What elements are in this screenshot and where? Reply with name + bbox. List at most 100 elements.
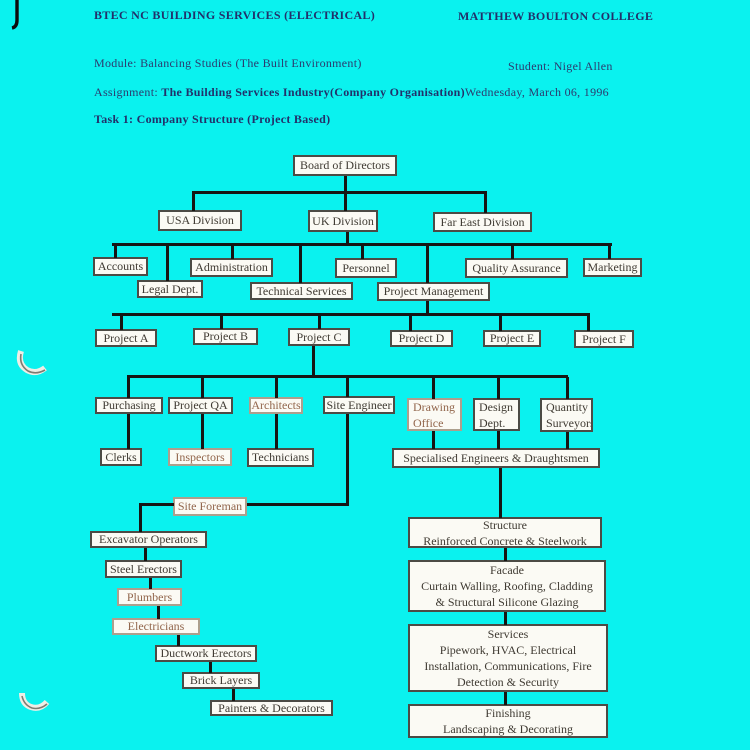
connector-line bbox=[247, 503, 349, 506]
org-box-label: Reinforced Concrete & Steelwork bbox=[423, 533, 587, 548]
connector-line bbox=[312, 346, 315, 377]
connector-line bbox=[112, 313, 590, 316]
org-box-specialised: Specialised Engineers & Draughtsmen bbox=[392, 448, 600, 468]
connector-line bbox=[497, 431, 500, 449]
connector-line bbox=[499, 468, 502, 518]
connector-line bbox=[220, 315, 223, 329]
org-box-label: Excavator Operators bbox=[99, 532, 198, 546]
org-box-projmgmt: Project Management bbox=[377, 282, 490, 301]
org-box-label: USA Division bbox=[166, 213, 234, 227]
header-task-line: Task 1: Company Structure (Project Based… bbox=[94, 112, 331, 126]
org-box-label: Curtain Walling, Roofing, Cladding bbox=[421, 579, 593, 593]
org-box-label: Project D bbox=[398, 331, 445, 345]
org-box-projC: Project C bbox=[288, 328, 350, 346]
org-box-label: Services bbox=[487, 627, 529, 641]
org-box-label: Project Management bbox=[383, 284, 484, 298]
connector-line bbox=[426, 301, 429, 315]
org-box-label: Clerks bbox=[105, 449, 137, 464]
assignment-title: The Building Services Industry(Company O… bbox=[161, 85, 465, 99]
org-box-painters: Painters & Decorators bbox=[210, 700, 333, 716]
org-box-label: Office bbox=[413, 415, 444, 430]
org-box-label: Landscaping & Decorating bbox=[443, 722, 573, 736]
connector-line bbox=[232, 689, 235, 701]
org-box-label: Project E bbox=[489, 331, 535, 345]
connector-line bbox=[346, 377, 349, 397]
connector-line bbox=[504, 548, 507, 561]
connector-line bbox=[127, 377, 130, 398]
connector-line bbox=[344, 176, 347, 193]
connector-line bbox=[608, 245, 611, 259]
org-box-technical: Technical Services bbox=[250, 282, 353, 300]
org-box-label: Drawing bbox=[413, 399, 455, 414]
connector-line bbox=[192, 191, 195, 211]
org-box-label: Site Engineer bbox=[326, 397, 392, 412]
org-box-label: Project C bbox=[296, 329, 342, 344]
header-module-line: Module: Balancing Studies (The Built Env… bbox=[94, 56, 362, 70]
org-box-label: Personnel bbox=[342, 260, 390, 275]
org-box-label: Surveyors bbox=[546, 416, 593, 430]
org-box-architects: Architects bbox=[249, 397, 303, 414]
org-box-projQA: Project QA bbox=[168, 397, 233, 414]
org-box-inspectors: Inspectors bbox=[168, 448, 232, 466]
org-box-label: Dept. bbox=[479, 415, 506, 430]
org-box-excavator: Excavator Operators bbox=[90, 531, 207, 548]
org-box-label: Specialised Engineers & Draughtsmen bbox=[403, 450, 589, 465]
org-box-board: Board of Directors bbox=[293, 155, 397, 176]
assignment-date: Wednesday, March 06, 1996 bbox=[464, 85, 609, 99]
org-box-legal: Legal Dept. bbox=[137, 280, 203, 298]
header-assignment-line: Assignment: The Building Services Indust… bbox=[94, 85, 609, 100]
connector-line bbox=[157, 606, 160, 619]
org-box-label: Plumbers bbox=[126, 589, 173, 604]
org-box-label: Electricians bbox=[127, 619, 185, 633]
scan-crescent-lower bbox=[19, 692, 50, 711]
org-box-label: & Structural Silicone Glazing bbox=[435, 595, 579, 609]
connector-line bbox=[144, 548, 147, 561]
connector-line bbox=[426, 245, 429, 283]
org-box-label: Far East Division bbox=[440, 214, 525, 229]
org-box-label: Structure bbox=[483, 517, 527, 532]
org-box-purchasing: Purchasing bbox=[95, 397, 163, 414]
connector-line bbox=[346, 232, 349, 246]
org-box-projF: Project F bbox=[574, 330, 634, 348]
org-box-brick: Brick Layers bbox=[182, 672, 260, 689]
connector-line bbox=[114, 245, 117, 258]
org-box-label: Finishing bbox=[485, 706, 531, 720]
org-box-label: Design bbox=[479, 399, 513, 414]
connector-line bbox=[346, 414, 349, 506]
org-box-label: Technicians bbox=[251, 450, 310, 464]
org-box-technicians: Technicians bbox=[247, 448, 314, 467]
connector-line bbox=[504, 692, 507, 705]
org-box-steel: Steel Erectors bbox=[105, 560, 182, 578]
org-box-label: Project A bbox=[103, 330, 149, 345]
org-box-usa: USA Division bbox=[158, 210, 242, 231]
header-course-title: BTEC NC BUILDING SERVICES (ELECTRICAL) bbox=[94, 8, 376, 22]
connector-line bbox=[127, 375, 568, 378]
header-student-name: Student: Nigel Allen bbox=[508, 59, 613, 73]
org-box-electricians: Electricians bbox=[112, 618, 200, 635]
assignment-prefix: Assignment: bbox=[94, 85, 162, 99]
org-box-projE: Project E bbox=[483, 330, 541, 347]
connector-line bbox=[177, 635, 180, 646]
org-box-label: Detection & Security bbox=[457, 675, 559, 689]
connector-line bbox=[127, 414, 130, 449]
connector-line bbox=[587, 315, 590, 331]
org-box-label: Architects bbox=[251, 398, 301, 412]
connector-line bbox=[361, 245, 364, 259]
connector-line bbox=[275, 414, 278, 449]
org-box-label: Steel Erectors bbox=[110, 561, 177, 576]
connector-line bbox=[209, 662, 212, 673]
connector-line bbox=[511, 245, 514, 259]
org-box-projB: Project B bbox=[193, 328, 258, 345]
org-box-label: Quality Assurance bbox=[472, 260, 561, 275]
org-box-label: Accounts bbox=[97, 259, 144, 273]
org-box-label: Technical Services bbox=[256, 283, 347, 298]
org-box-qa_dept: Quality Assurance bbox=[465, 258, 568, 278]
org-box-label: Board of Directors bbox=[300, 158, 390, 172]
